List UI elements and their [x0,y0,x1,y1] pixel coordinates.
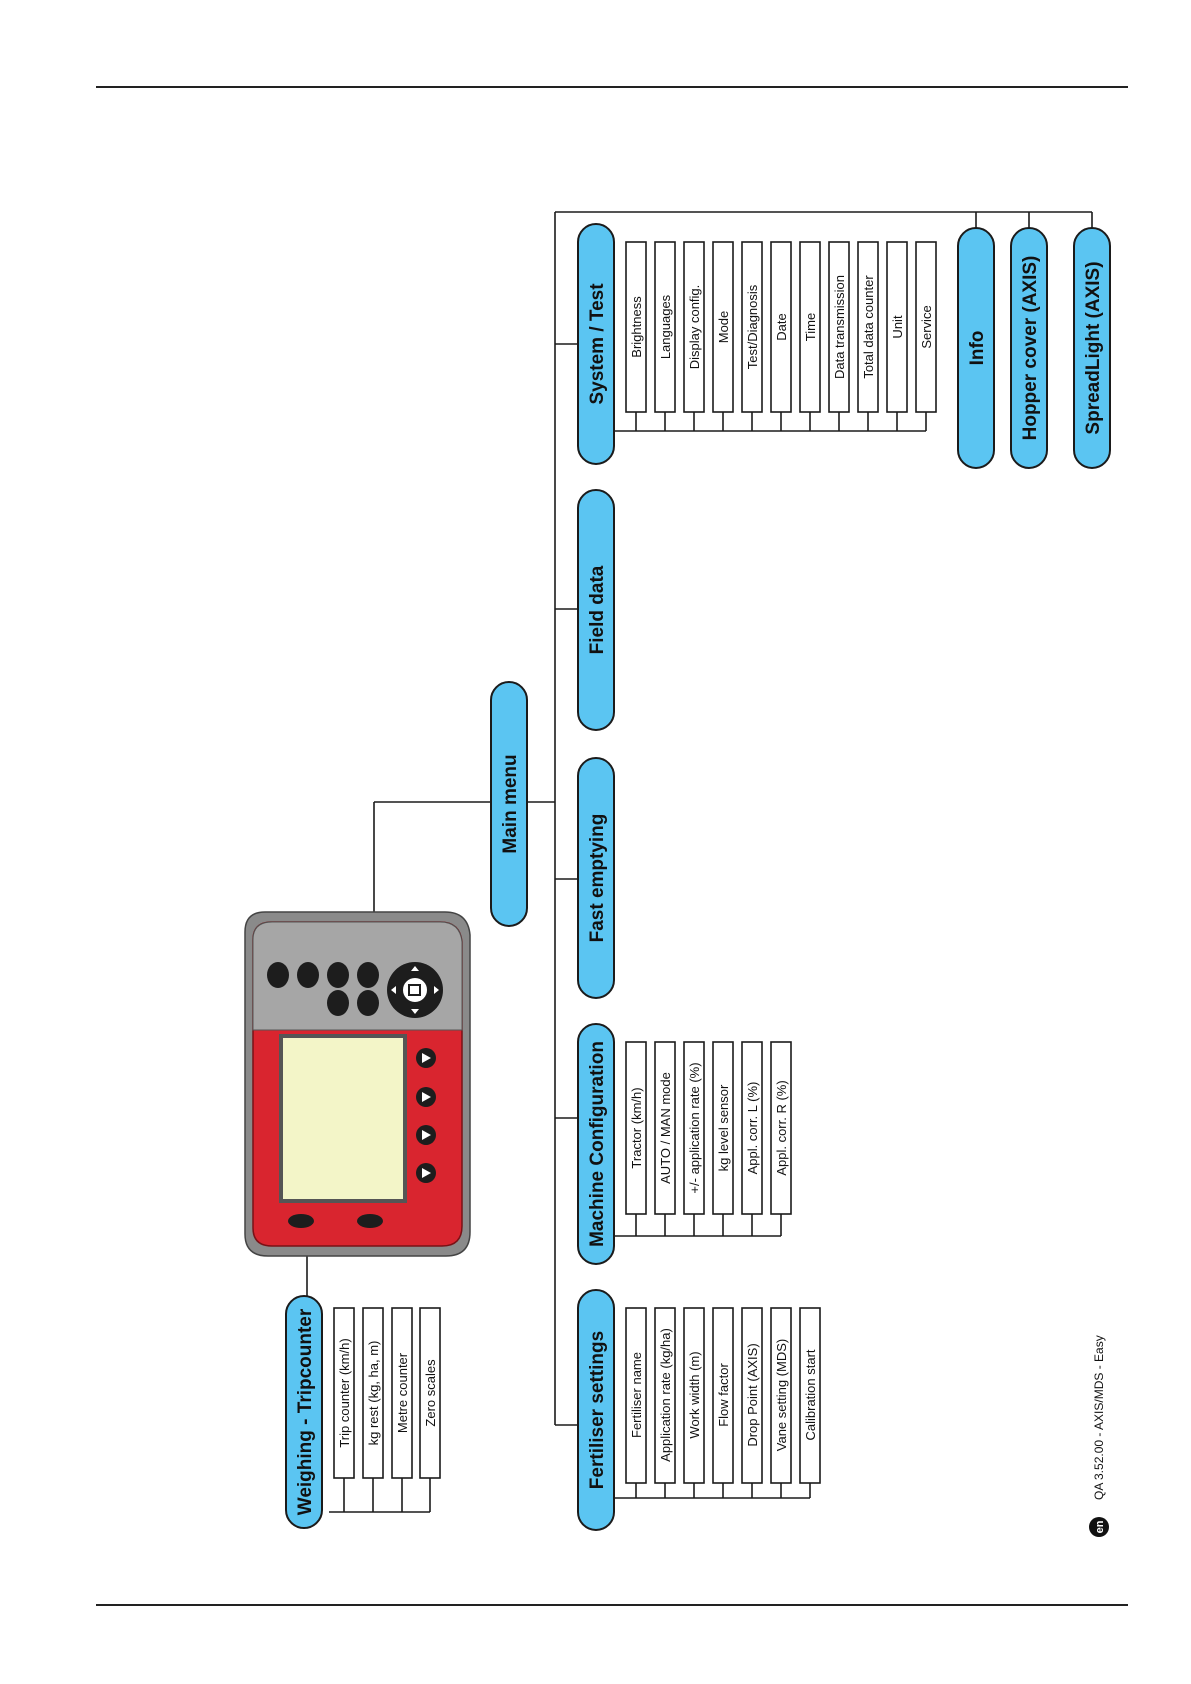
svg-text:Fertiliser name: Fertiliser name [629,1352,644,1438]
list-item: Service [915,241,937,413]
list-item: Fertiliser name [625,1307,647,1484]
svg-text:Languages: Languages [658,294,673,359]
list-item: Drop Point (AXIS) [741,1307,763,1484]
list-item: Appl. corr. L (%) [741,1041,763,1215]
navigation-pad-icon [387,962,443,1018]
list-item: Vane setting (MDS) [770,1307,792,1484]
main-menu-label: Main menu [500,754,521,853]
field-data-node: Field data [577,489,615,731]
system-node: System / Test [577,223,615,465]
list-item: kg level sensor [712,1041,734,1215]
fast-emptying-node: Fast emptying [577,757,615,999]
svg-text:Zero scales: Zero scales [423,1359,438,1427]
list-item: Metre counter [391,1307,413,1479]
top-rule [96,86,1128,88]
svg-text:Brightness: Brightness [629,296,644,358]
machine-node: Machine Configuration [577,1023,615,1265]
svg-text:Trip counter (km/h): Trip counter (km/h) [337,1338,352,1447]
hopper-cover-label: Hopper cover (AXIS) [1020,256,1041,441]
svg-text:Flow factor: Flow factor [716,1363,731,1427]
list-item: Unit [886,241,908,413]
power-button [288,1214,314,1228]
svg-text:Tractor (km/h): Tractor (km/h) [629,1087,644,1168]
list-item: Test/Diagnosis [741,241,763,413]
svg-text:Appl. corr. R (%): Appl. corr. R (%) [774,1080,789,1175]
svg-text:Unit: Unit [890,315,905,339]
list-item: Calibration start [799,1307,821,1484]
function-button [357,1214,383,1228]
svg-text:Drop Point (AXIS): Drop Point (AXIS) [745,1343,760,1446]
list-item: Zero scales [419,1307,441,1479]
svg-text:Application rate (kg/ha): Application rate (kg/ha) [658,1328,673,1462]
list-item: Application rate (kg/ha) [654,1307,676,1484]
system-label: System / Test [587,283,608,405]
svg-text:Total data counter: Total data counter [861,275,876,379]
machine-label: Machine Configuration [587,1041,608,1247]
svg-text:AUTO / MAN mode: AUTO / MAN mode [658,1072,673,1184]
svg-text:Data transmission: Data transmission [832,275,847,379]
list-item: Mode [712,241,734,413]
svg-text:+/- application rate (%): +/- application rate (%) [687,1062,702,1193]
system-items: Brightness Languages Display config. Mod… [625,241,937,413]
svg-text:Appl. corr. L (%): Appl. corr. L (%) [745,1082,760,1175]
footer: en QA 3.52.00 - AXIS/MDS - Easy [1089,1335,1109,1537]
list-item: Time [799,241,821,413]
svg-text:Mode: Mode [716,311,731,344]
svg-text:Display config.: Display config. [687,285,702,370]
list-item: Languages [654,241,676,413]
machine-items: Tractor (km/h) AUTO / MAN mode +/- appli… [625,1041,792,1215]
function-keys [267,962,379,1016]
spreadlight-label: SpreadLight (AXIS) [1083,261,1104,434]
spreadlight-node: SpreadLight (AXIS) [1073,227,1111,469]
list-item: kg rest (kg, ha, m) [362,1307,384,1479]
fertiliser-label: Fertiliser settings [587,1331,608,1489]
device-illustration [244,911,471,1257]
svg-text:Work width (m): Work width (m) [687,1351,702,1438]
main-menu-node: Main menu [490,681,528,927]
info-node: Info [957,227,995,469]
list-item: AUTO / MAN mode [654,1041,676,1215]
svg-text:Calibration start: Calibration start [803,1349,818,1440]
list-item: Appl. corr. R (%) [770,1041,792,1215]
list-item: Flow factor [712,1307,734,1484]
language-badge-icon [1089,1517,1109,1537]
device-screen [279,1034,407,1203]
info-label: Info [967,331,988,366]
svg-text:Test/Diagnosis: Test/Diagnosis [745,284,760,369]
weighing-items: Trip counter (km/h) kg rest (kg, ha, m) … [333,1307,441,1479]
fast-emptying-label: Fast emptying [587,814,608,943]
arrow-button-icon [267,962,289,988]
list-item: Trip counter (km/h) [333,1307,355,1479]
svg-text:Vane setting (MDS): Vane setting (MDS) [774,1339,789,1451]
list-item: +/- application rate (%) [683,1041,705,1215]
svg-text:kg level sensor: kg level sensor [716,1084,731,1171]
hopper-cover-node: Hopper cover (AXIS) [1010,227,1048,469]
field-data-label: Field data [587,565,608,654]
document-reference: QA 3.52.00 - AXIS/MDS - Easy [1092,1335,1106,1500]
softkeys [416,1048,436,1183]
language-badge-label: en [1094,1520,1106,1533]
list-item: Display config. [683,241,705,413]
list-item: Tractor (km/h) [625,1041,647,1215]
list-item: Date [770,241,792,413]
fertiliser-node: Fertiliser settings [577,1289,615,1531]
svg-text:Service: Service [919,305,934,348]
list-item: Total data counter [857,241,879,413]
list-item: Brightness [625,241,647,413]
list-item: Work width (m) [683,1307,705,1484]
weighing-label: Weighing - Tripcounter [295,1308,316,1515]
svg-text:Time: Time [803,313,818,341]
bottom-rule [96,1604,1128,1606]
svg-text:Date: Date [774,313,789,340]
fertiliser-items: Fertiliser name Application rate (kg/ha)… [625,1307,821,1484]
list-item: Data transmission [828,241,850,413]
weighing-node: Weighing - Tripcounter [285,1295,323,1529]
svg-text:Metre counter: Metre counter [395,1352,410,1433]
svg-text:kg rest (kg, ha, m): kg rest (kg, ha, m) [366,1341,381,1446]
